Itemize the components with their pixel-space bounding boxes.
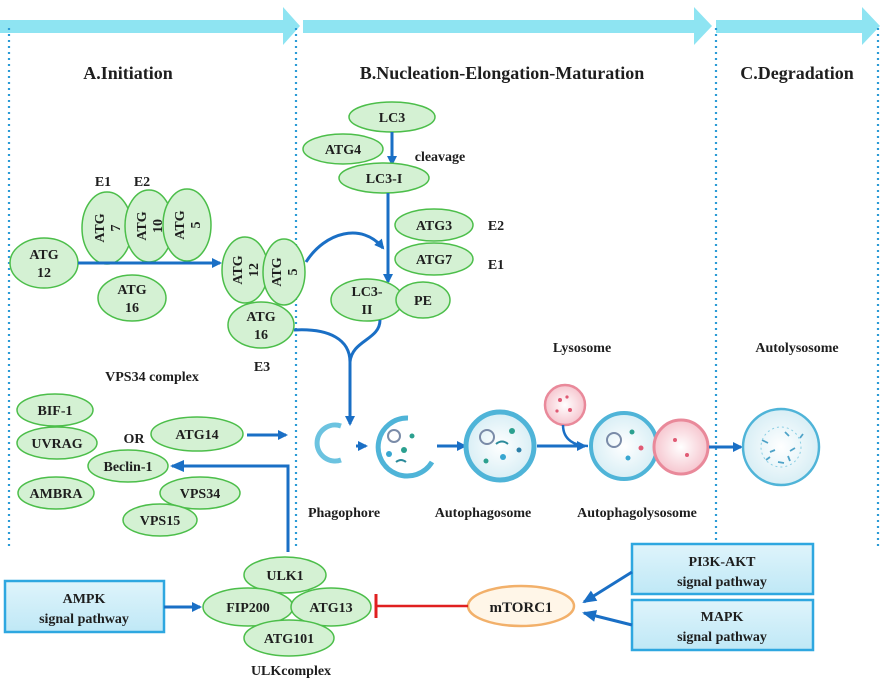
svg-text:BIF-1: BIF-1: [38, 404, 73, 419]
mtorc1-node: mTORC1: [466, 584, 576, 628]
svg-text:ATG101: ATG101: [264, 632, 314, 647]
atg16-to-phagophore-path: [293, 328, 352, 363]
pe-node: PE: [395, 281, 451, 319]
svg-text:VPS15: VPS15: [140, 514, 180, 529]
svg-text:AMBRA: AMBRA: [30, 487, 84, 502]
vps34-complex-title: VPS34 complex: [105, 370, 199, 385]
svg-text:ATG14: ATG14: [175, 428, 218, 443]
lc3-node: LC3: [348, 101, 436, 133]
svg-text:ATG4: ATG4: [325, 143, 361, 158]
lc3-ii-node: LC3-II: [330, 278, 404, 322]
svg-text:FIP200: FIP200: [226, 601, 270, 616]
svg-text:ATG13: ATG13: [309, 601, 352, 616]
svg-text:ATG5: ATG5: [270, 257, 301, 286]
atg13-node: ATG13: [290, 587, 372, 627]
vps15-node: VPS15: [122, 503, 198, 537]
e3-label: E3: [254, 360, 270, 375]
phase-title-nucleation: B.Nucleation-Elongation-Maturation: [360, 63, 645, 83]
atg12-complex-to-lc3ii-arrow: [304, 231, 385, 263]
atg3-e2-label: E2: [488, 219, 504, 234]
svg-text:ATG7: ATG7: [93, 213, 124, 242]
bif1-node: BIF-1: [16, 393, 94, 427]
atg3-node: ATG3: [394, 208, 474, 242]
e1-label: E1: [95, 175, 111, 190]
svg-text:LC3-I: LC3-I: [366, 172, 403, 187]
cleavage-label: cleavage: [415, 150, 466, 165]
phase-title-initiation: A.Initiation: [83, 63, 173, 83]
uvrag-node: UVRAG: [16, 426, 98, 460]
autophagolysosome-illustration: [589, 411, 710, 481]
pi3k-to-mtorc1-arrow: [582, 570, 633, 604]
atg7-e1-label: E1: [488, 258, 504, 273]
atg7-lc3-node: ATG7: [394, 242, 474, 276]
autophagosome-illustration: [463, 409, 537, 483]
autophagosome-label: Autophagosome: [435, 506, 531, 521]
autophagolysosome-label: Autophagolysosome: [577, 506, 697, 521]
autolysosome-label: Autolysosome: [755, 341, 838, 356]
svg-text:VPS34: VPS34: [180, 487, 220, 502]
mapk-to-mtorc1-arrow: [582, 610, 633, 627]
svg-text:ATG12: ATG12: [29, 248, 58, 281]
phase-banner-arrows: [0, 7, 880, 45]
svg-text:ATG10: ATG10: [135, 211, 166, 240]
atg101-node: ATG101: [243, 619, 335, 657]
ulk-to-beclin1-arrow: [170, 460, 290, 552]
svg-text:LC3-II: LC3-II: [351, 285, 382, 318]
svg-text:Beclin-1: Beclin-1: [104, 460, 153, 475]
svg-text:ATG7: ATG7: [416, 253, 452, 268]
ulk1-node: ULK1: [243, 556, 327, 594]
svg-text:LC3: LC3: [379, 111, 405, 126]
lysosome-label: Lysosome: [553, 341, 611, 356]
e2-label: E2: [134, 175, 150, 190]
phagophore-growing-illustration: [375, 415, 435, 479]
atg5-complex-node: ATG5: [262, 238, 306, 306]
fip200-node: FIP200: [202, 587, 294, 627]
vps34-node: VPS34: [159, 476, 241, 510]
svg-text:ATG5: ATG5: [173, 210, 204, 239]
svg-text:UVRAG: UVRAG: [31, 437, 82, 452]
svg-text:PE: PE: [414, 294, 432, 309]
atg14-node: ATG14: [150, 416, 244, 452]
lc3-i-node: LC3-I: [338, 162, 430, 194]
atg4-node: ATG4: [302, 133, 384, 165]
phagophore-label: Phagophore: [308, 506, 380, 521]
autolysosome-illustration: [741, 407, 821, 487]
phagophore-illustration: [314, 422, 342, 464]
svg-text:ATG3: ATG3: [416, 219, 452, 234]
phase-title-degradation: C.Degradation: [740, 63, 854, 83]
or-label: OR: [124, 432, 146, 447]
atg12-complex-node: ATG12: [221, 236, 269, 304]
svg-text:mTORC1: mTORC1: [489, 600, 552, 616]
lc3ii-to-phagophore-path: [348, 319, 382, 363]
svg-text:ATG12: ATG12: [231, 255, 262, 284]
ambra-node: AMBRA: [17, 476, 95, 510]
lysosome-illustration: [543, 383, 589, 448]
svg-text:ULK1: ULK1: [266, 569, 303, 584]
atg10-node: ATG10: [124, 189, 174, 263]
atg5-top-node: ATG5: [162, 188, 212, 262]
beclin1-node: Beclin-1: [87, 449, 169, 483]
ulk-complex-title: ULKcomplex: [251, 664, 331, 679]
